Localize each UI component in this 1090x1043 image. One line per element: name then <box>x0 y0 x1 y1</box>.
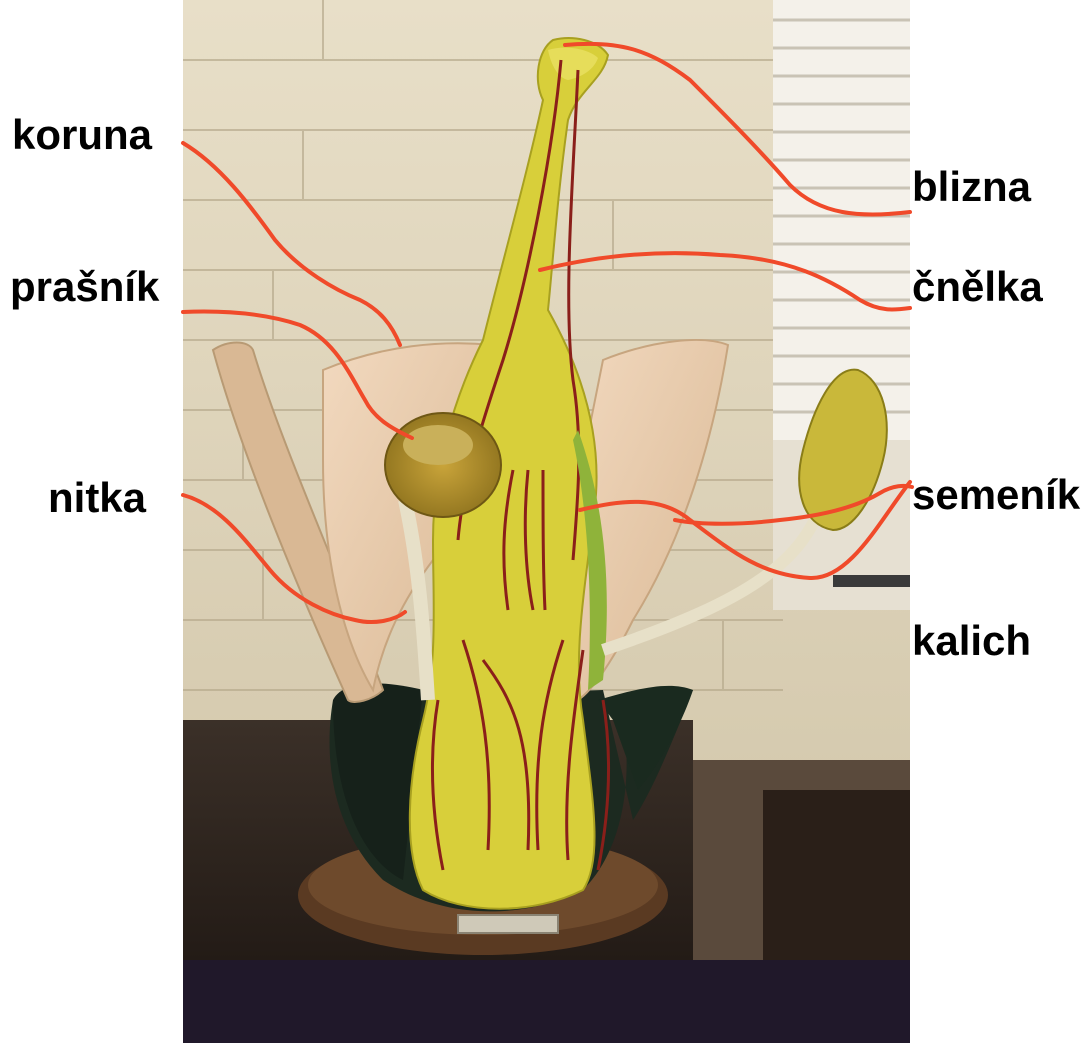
leader-koruna <box>183 143 400 345</box>
label-prasnik: prašník <box>10 266 159 308</box>
leader-nitka <box>183 495 405 622</box>
label-cnelka: čnělka <box>912 266 1043 308</box>
label-kalich: kalich <box>912 620 1031 662</box>
label-blizna: blizna <box>912 166 1031 208</box>
leader-cnelka <box>540 253 910 309</box>
label-semenik: semeník <box>912 474 1080 516</box>
leader-kalich <box>675 486 912 524</box>
label-koruna: koruna <box>12 114 152 156</box>
label-nitka: nitka <box>48 477 146 519</box>
leader-semenik <box>580 482 910 578</box>
leader-prasnik <box>183 312 412 438</box>
leader-blizna <box>565 44 910 215</box>
